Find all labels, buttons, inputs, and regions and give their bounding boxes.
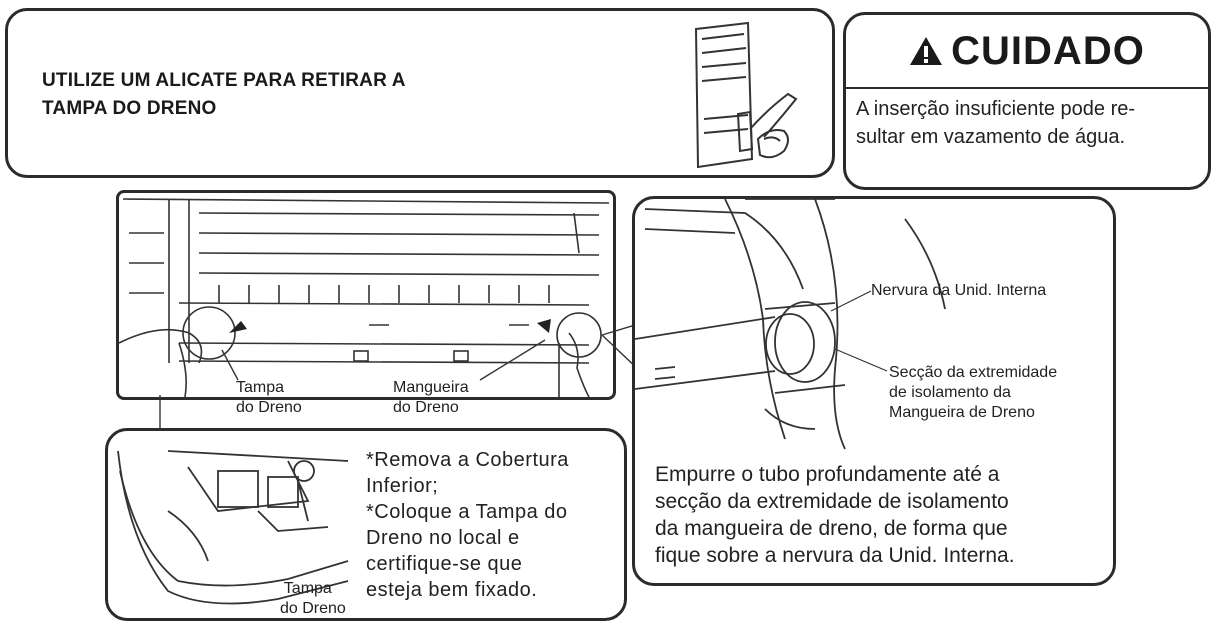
warning-triangle-icon (910, 37, 943, 65)
drain-cap-label-line2: do Dreno (236, 399, 302, 416)
drain-hose-detail-illustration (634, 198, 946, 450)
instruction-title-line1: UTILIZE UM ALICATE PARA RETIRAR A (42, 70, 406, 91)
bottom-text-line6: esteja bem fixado. (366, 579, 538, 601)
caution-text: A inserção insuficiente pode re- sultar … (856, 95, 1135, 151)
rib-label: Nervura da Unid. Interna (871, 282, 1047, 299)
detail-text-line1: Empurre o tubo profundamente até a (655, 463, 1000, 486)
caution-header: CUIDADO (846, 15, 1208, 89)
detail-callout-lines (830, 290, 888, 372)
bottom-cover-illustration (117, 450, 349, 605)
indoor-unit-illustration (118, 198, 610, 398)
caution-text-line2: sultar em vazamento de água. (856, 126, 1126, 148)
section-label-line3: Mangueira de Dreno (889, 404, 1035, 421)
detail-text-line3: da mangueira de dreno, de forma que (655, 517, 1008, 540)
instruction-panel: UTILIZE UM ALICATE PARA RETIRAR A TAMPA … (5, 8, 835, 178)
bottom-text-line5: certifique-se que (366, 553, 523, 575)
bottom-text-line3: *Coloque a Tampa do (366, 501, 568, 523)
detail-text-line2: secção da extremidade de isolamento (655, 490, 1009, 513)
indoor-unit-panel (116, 190, 616, 400)
bottom-cover-panel: Tampa do Dreno *Remova a Cobertura Infer… (105, 428, 627, 621)
drain-hose-label-line2: do Dreno (393, 399, 459, 416)
drain-cap-label: Tampa do Dreno (236, 378, 302, 418)
caution-text-line1: A inserção insuficiente pode re- (856, 98, 1136, 120)
drain-cap-label-line1: Tampa (236, 379, 285, 396)
instruction-title-line2: TAMPA DO DRENO (42, 98, 217, 119)
caution-title: CUIDADO (951, 28, 1145, 73)
bottom-cap-label-line1: Tampa (283, 580, 332, 597)
bottom-text-line4: Dreno no local e (366, 527, 520, 549)
pliers-illustration (694, 21, 798, 169)
detail-text-line4: fique sobre a nervura da Unid. Interna. (655, 544, 1015, 567)
drain-hose-detail-panel: Nervura da Unid. Interna Secção da extre… (632, 196, 1116, 586)
instruction-title: UTILIZE UM ALICATE PARA RETIRAR A TAMPA … (42, 67, 406, 123)
bottom-instruction-text: *Remova a Cobertura Inferior; *Coloque a… (366, 447, 569, 603)
section-label-line1: Secção da extremidade (889, 364, 1058, 381)
bottom-text-line2: Inferior; (366, 475, 439, 497)
caution-panel: CUIDADO A inserção insuficiente pode re-… (843, 12, 1211, 190)
section-label-line2: de isolamento da (889, 384, 1011, 401)
drain-hose-label: Mangueira do Dreno (393, 378, 469, 418)
section-label: Secção da extremidade de isolamento da M… (889, 363, 1057, 423)
bottom-text-line1: *Remova a Cobertura (366, 449, 569, 471)
drain-hose-label-line1: Mangueira (393, 379, 469, 396)
detail-instruction-text: Empurre o tubo profundamente até a secçã… (655, 461, 1015, 569)
bottom-cap-label-line2: do Dreno (280, 600, 346, 617)
bottom-cap-label: Tampa do Dreno (280, 579, 346, 619)
